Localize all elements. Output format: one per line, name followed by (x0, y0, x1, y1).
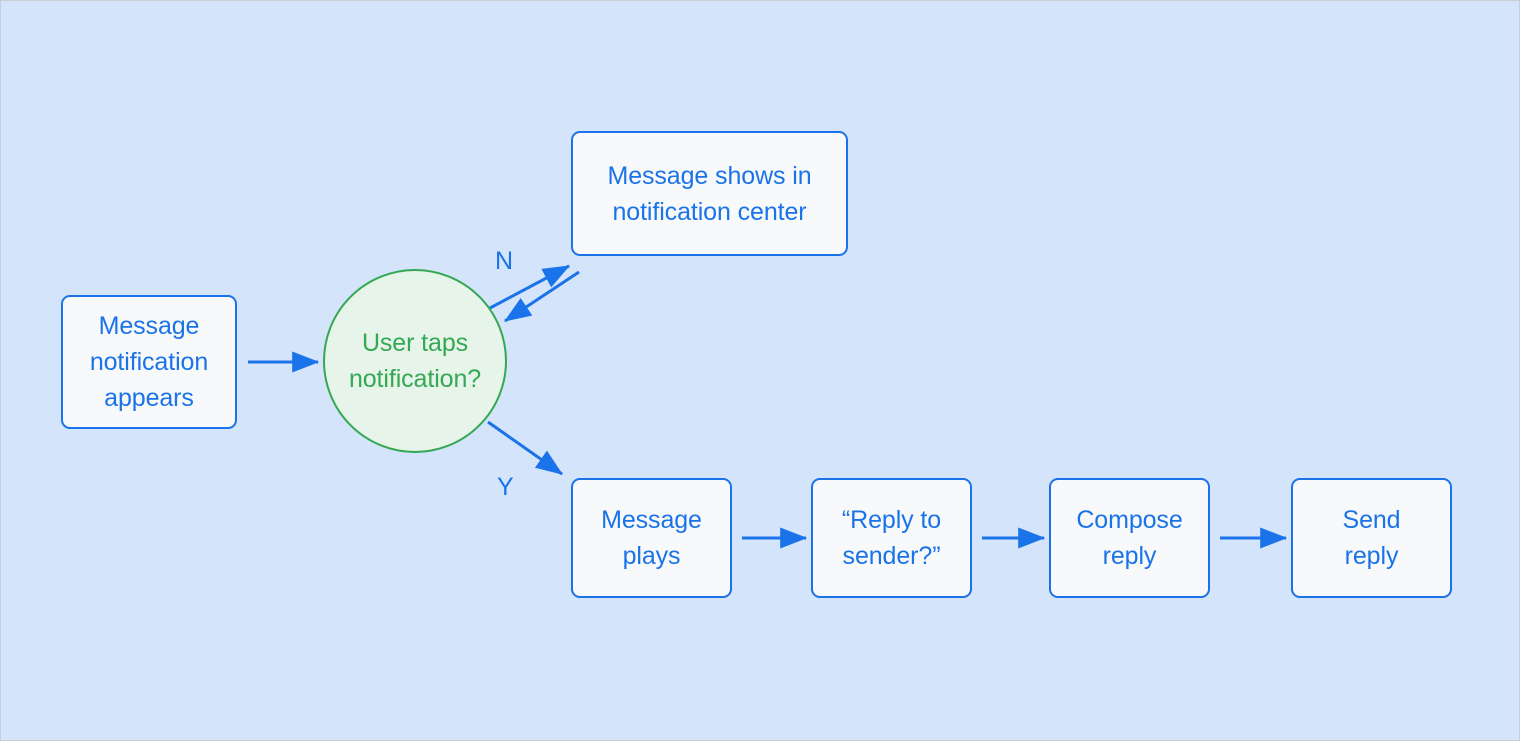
edge-label-y: Y (497, 473, 514, 501)
edge-decision-to-message-plays (487, 420, 563, 476)
node-compose-reply[interactable]: Compose reply (1049, 478, 1210, 598)
node-message-notification-appears[interactable]: Message notification appears (61, 295, 237, 429)
node-user-taps-notification[interactable]: User taps notification? (323, 269, 507, 453)
node-message-plays[interactable]: Message plays (571, 478, 732, 598)
edge-notification-center-to-decision (503, 270, 580, 323)
edge-label-n: N (495, 247, 514, 275)
node-send-reply[interactable]: Send reply (1291, 478, 1452, 598)
node-reply-to-sender[interactable]: “Reply to sender?” (811, 478, 972, 598)
node-message-shows-in-notification-center[interactable]: Message shows in notification center (571, 131, 848, 256)
